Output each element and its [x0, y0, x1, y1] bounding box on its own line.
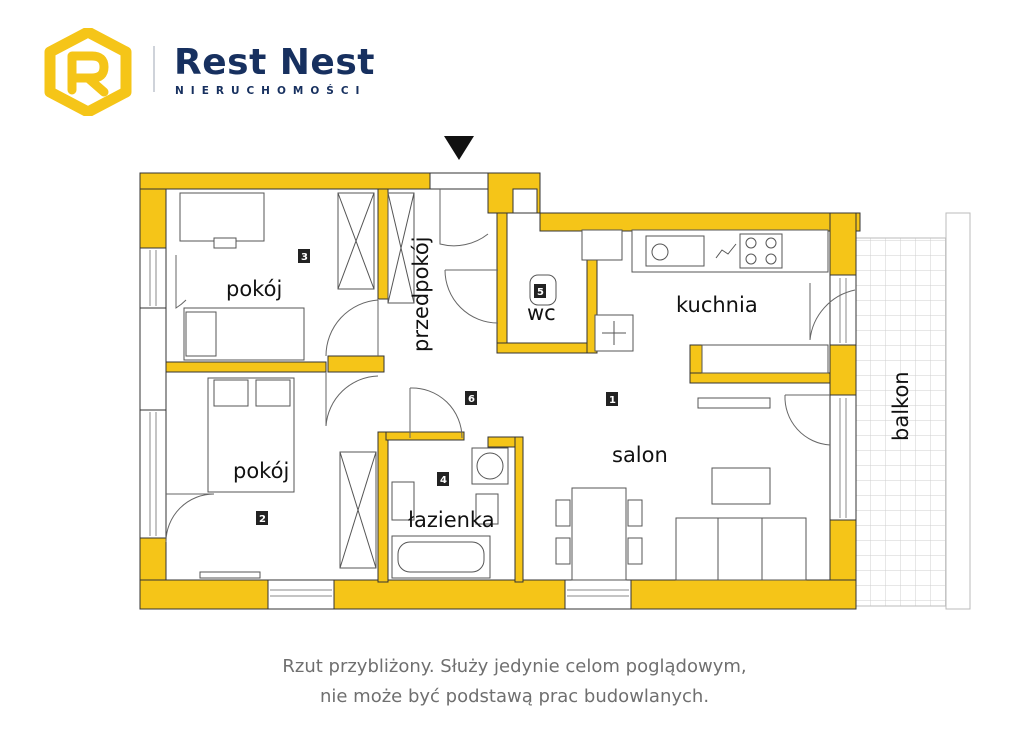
room-number-5: 5	[534, 284, 546, 298]
balcony-area	[854, 212, 971, 610]
label-kuchnia: kuchnia	[676, 293, 758, 317]
brand-tagline: NIERUCHOMOŚCI	[175, 85, 367, 97]
doors	[165, 189, 856, 543]
room-labels: salon pokój pokój łazienka wc przedpokój…	[226, 236, 913, 532]
room-number-3: 3	[298, 249, 310, 263]
room-numbers: 1 2 3 4 5 6	[256, 249, 618, 525]
svg-text:1: 1	[609, 395, 616, 406]
room-number-6: 6	[465, 391, 477, 405]
room-number-4: 4	[437, 472, 449, 486]
logo-divider	[153, 46, 155, 92]
furniture	[179, 192, 829, 581]
svg-text:6: 6	[468, 394, 475, 405]
label-przedpokoj: przedpokój	[409, 236, 433, 352]
svg-text:4: 4	[440, 475, 447, 486]
label-salon: salon	[612, 443, 668, 467]
room-number-1: 1	[606, 392, 618, 406]
disclaimer-line-2: nie może być podstawą prac budowlanych.	[319, 686, 710, 707]
svg-text:3: 3	[301, 252, 308, 263]
windows	[149, 250, 847, 597]
svg-text:5: 5	[537, 287, 544, 298]
disclaimer-line-1: Rzut przybliżony. Służy jedynie celom po…	[282, 656, 747, 677]
brand-name: Rest Nest	[174, 42, 375, 83]
label-wc: wc	[527, 301, 556, 325]
label-balkon: balkon	[889, 371, 913, 441]
label-pokoj-3: pokój	[226, 277, 282, 301]
room-number-2: 2	[256, 511, 268, 525]
interior-walls	[139, 172, 857, 610]
entrance-arrow-icon	[444, 136, 474, 160]
svg-text:2: 2	[259, 514, 266, 525]
rest-nest-logo-icon	[44, 28, 132, 116]
label-pokoj-2: pokój	[233, 459, 289, 483]
label-lazienka: łazienka	[408, 508, 495, 532]
brand-logo: Rest Nest NIERUCHOMOŚCI	[42, 28, 402, 118]
